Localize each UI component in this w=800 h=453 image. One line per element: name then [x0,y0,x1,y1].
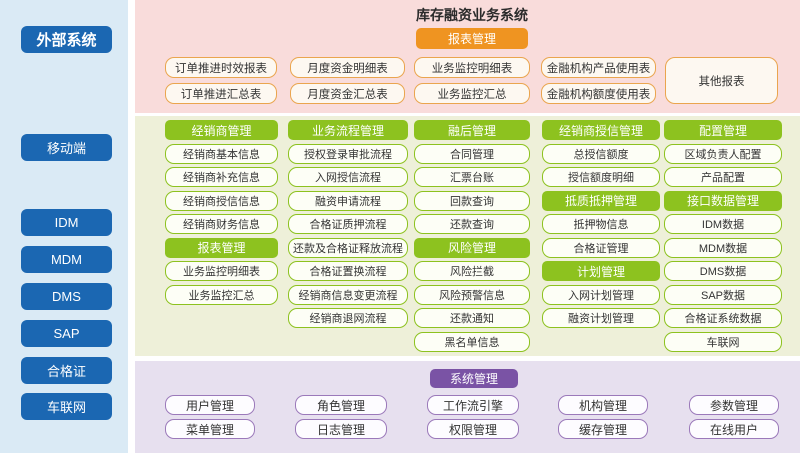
system-item: 在线用户 [689,419,779,439]
module-item: 还款通知 [414,308,530,328]
module-item: 经销商信息变更流程 [288,284,408,305]
report-item-other: 其他报表 [665,57,778,104]
system-item: 权限管理 [427,419,519,439]
system-item: 机构管理 [558,395,648,415]
report-item: 订单推进汇总表 [165,83,277,104]
system-item: 日志管理 [295,419,387,439]
module-item: 融资申请流程 [288,190,408,211]
module-item: 合格证系统数据 [664,308,782,328]
module-item: 授信额度明细 [542,167,660,187]
module-item: 经销商财务信息 [165,214,278,234]
module-item: 区域负责人配置 [664,143,782,164]
module-item: DMS数据 [664,261,782,281]
module-column-process-management: 业务流程管理 授权登录审批流程 入网授信流程 融资申请流程 合格证质押流程 还款… [288,120,408,328]
module-item: 车联网 [664,331,782,352]
report-item: 月度资金明细表 [290,57,405,78]
module-item: 经销商退网流程 [288,308,408,328]
report-item: 金融机构额度使用表 [541,83,656,104]
module-item: IDM数据 [664,214,782,234]
system-item: 角色管理 [295,395,387,415]
module-item: 融资计划管理 [542,308,660,328]
module-item: MDM数据 [664,237,782,258]
module-item: 入网计划管理 [542,284,660,305]
module-item: 风险拦截 [414,261,530,281]
report-item: 订单推进时效报表 [165,57,277,78]
report-item: 月度资金汇总表 [290,83,405,104]
report-item: 业务监控汇总 [414,83,530,104]
module-group-header: 业务流程管理 [288,120,408,140]
module-column-credit-management: 经销商授信管理 总授信额度 授信额度明细 抵质抵押管理 抵押物信息 合格证管理 … [542,120,660,328]
report-management-header: 报表管理 [416,28,528,49]
module-item: 汇票台账 [414,167,530,187]
module-item: 黑名单信息 [414,331,530,352]
module-group-header: 经销商授信管理 [542,120,660,140]
module-group-header: 风险管理 [414,237,530,258]
module-item: 合格证置换流程 [288,261,408,281]
module-item: 授权登录审批流程 [288,143,408,164]
report-item: 金融机构产品使用表 [541,57,656,78]
module-group-header: 配置管理 [664,120,782,140]
module-group-header: 计划管理 [542,261,660,281]
module-item: 还款及合格证释放流程 [288,237,408,258]
module-group-header: 抵质抵押管理 [542,190,660,211]
module-group-header: 接口数据管理 [664,190,782,211]
module-item: 经销商授信信息 [165,190,278,211]
module-item: 入网授信流程 [288,167,408,187]
system-item: 菜单管理 [165,419,255,439]
module-item: 回款查询 [414,190,530,211]
module-item: 合格证质押流程 [288,214,408,234]
module-item: 合同管理 [414,143,530,164]
sidebar-item-idm: IDM [21,209,112,236]
sidebar-item-certificate: 合格证 [21,357,112,384]
module-item: 经销商基本信息 [165,143,278,164]
system-item: 参数管理 [689,395,779,415]
sidebar-item-mdm: MDM [21,246,112,273]
sidebar-item-dms: DMS [21,283,112,310]
module-column-configuration: 配置管理 区域负责人配置 产品配置 接口数据管理 IDM数据 MDM数据 DMS… [664,120,782,352]
system-item: 用户管理 [165,395,255,415]
module-item: 产品配置 [664,167,782,187]
module-item: 总授信额度 [542,143,660,164]
sidebar-item-sap: SAP [21,320,112,347]
sidebar-item-mobile: 移动端 [21,134,112,161]
module-item: 风险预警信息 [414,284,530,305]
report-item: 业务监控明细表 [414,57,530,78]
external-systems-label: 外部系统 [21,26,112,53]
module-column-post-financing: 融后管理 合同管理 汇票台账 回款查询 还款查询 风险管理 风险拦截 风险预警信… [414,120,530,352]
page-title: 库存融资业务系统 [416,7,528,23]
sidebar-item-telematics: 车联网 [21,393,112,420]
module-item: 合格证管理 [542,237,660,258]
module-group-header: 报表管理 [165,237,278,258]
system-management-header: 系统管理 [430,369,518,388]
module-item: 还款查询 [414,214,530,234]
system-item: 缓存管理 [558,419,648,439]
module-item: 抵押物信息 [542,214,660,234]
module-item: 经销商补充信息 [165,167,278,187]
module-item: 业务监控明细表 [165,261,278,281]
module-item: 业务监控汇总 [165,284,278,305]
module-item: SAP数据 [664,284,782,305]
module-column-dealer-management: 经销商管理 经销商基本信息 经销商补充信息 经销商授信信息 经销商财务信息 报表… [165,120,278,305]
module-group-header: 融后管理 [414,120,530,140]
module-group-header: 经销商管理 [165,120,278,140]
system-item: 工作流引擎 [427,395,519,415]
